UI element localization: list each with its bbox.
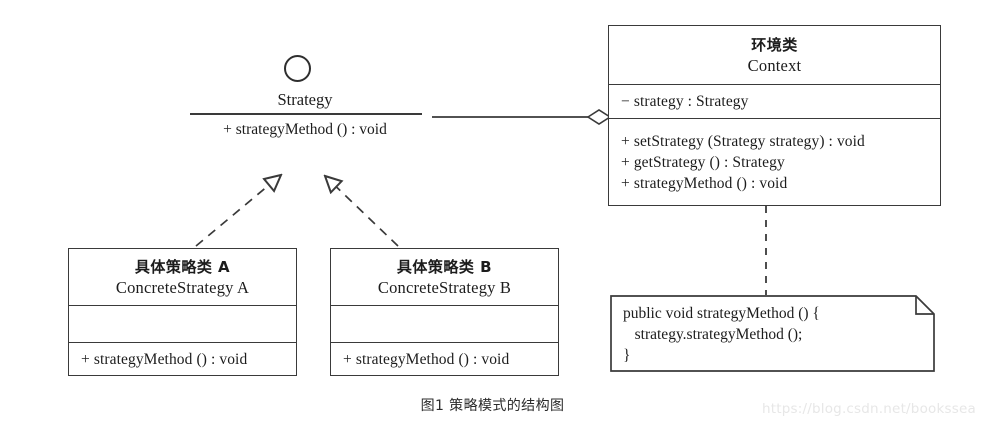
note-code-line: public void strategyMethod () { xyxy=(623,305,820,322)
note-code-line: } xyxy=(623,347,631,364)
concrete-b-title-en: ConcreteStrategy B xyxy=(377,277,512,297)
note-code-text: public void strategyMethod () { strategy… xyxy=(623,303,925,366)
note-code-line: strategy.strategyMethod (); xyxy=(623,326,803,343)
context-operation: + setStrategy (Strategy strategy) : void xyxy=(621,132,865,150)
concrete-b-attributes-section xyxy=(331,305,558,342)
concrete-a-title-section: 具体策略类 A ConcreteStrategy A xyxy=(69,249,296,305)
watermark-text: https://blog.csdn.net/bookssea xyxy=(762,401,976,417)
interface-circle-icon xyxy=(284,55,311,82)
concrete-b-operation: + strategyMethod () : void xyxy=(343,350,510,368)
concrete-a-operations-section: + strategyMethod () : void xyxy=(69,342,296,375)
class-box-concrete-strategy-b[interactable]: 具体策略类 B ConcreteStrategy B + strategyMet… xyxy=(330,248,559,376)
concrete-a-operation: + strategyMethod () : void xyxy=(81,350,248,368)
interface-method-label: + strategyMethod () : void xyxy=(223,121,387,138)
context-title-en: Context xyxy=(747,55,802,75)
hollow-diamond-marker xyxy=(586,109,612,125)
figure-caption: 图1 策略模式的结构图 xyxy=(420,398,565,414)
context-operations-section: + setStrategy (Strategy strategy) : void… xyxy=(609,118,940,205)
realization-connector-a xyxy=(195,175,281,247)
concrete-b-title-cn: 具体策略类 B xyxy=(396,257,493,276)
concrete-b-operations-section: + strategyMethod () : void xyxy=(331,342,558,375)
context-attributes-section: − strategy : Strategy xyxy=(609,84,940,118)
concrete-a-title-cn: 具体策略类 A xyxy=(134,257,231,276)
context-operation: + getStrategy () : Strategy xyxy=(621,153,785,171)
note-folded-corner xyxy=(916,296,934,314)
context-title-cn: 环境类 xyxy=(751,35,798,54)
class-box-context[interactable]: 环境类 Context − strategy : Strategy + setS… xyxy=(608,25,941,206)
aggregation-connector xyxy=(432,109,612,125)
note-box-strategy-method[interactable]: public void strategyMethod () { strategy… xyxy=(610,295,935,372)
interface-name-label: Strategy xyxy=(277,90,333,109)
realization-connector-b xyxy=(325,176,399,247)
interface-divider xyxy=(190,113,422,115)
class-box-concrete-strategy-a[interactable]: 具体策略类 A ConcreteStrategy A + strategyMet… xyxy=(68,248,297,376)
context-attribute: − strategy : Strategy xyxy=(621,93,749,110)
concrete-b-title-section: 具体策略类 B ConcreteStrategy B xyxy=(331,249,558,305)
note-shape xyxy=(610,295,935,372)
concrete-a-attributes-section xyxy=(69,305,296,342)
context-operation: + strategyMethod () : void xyxy=(621,174,788,192)
context-title-section: 环境类 Context xyxy=(609,26,940,84)
concrete-a-title-en: ConcreteStrategy A xyxy=(115,277,250,297)
